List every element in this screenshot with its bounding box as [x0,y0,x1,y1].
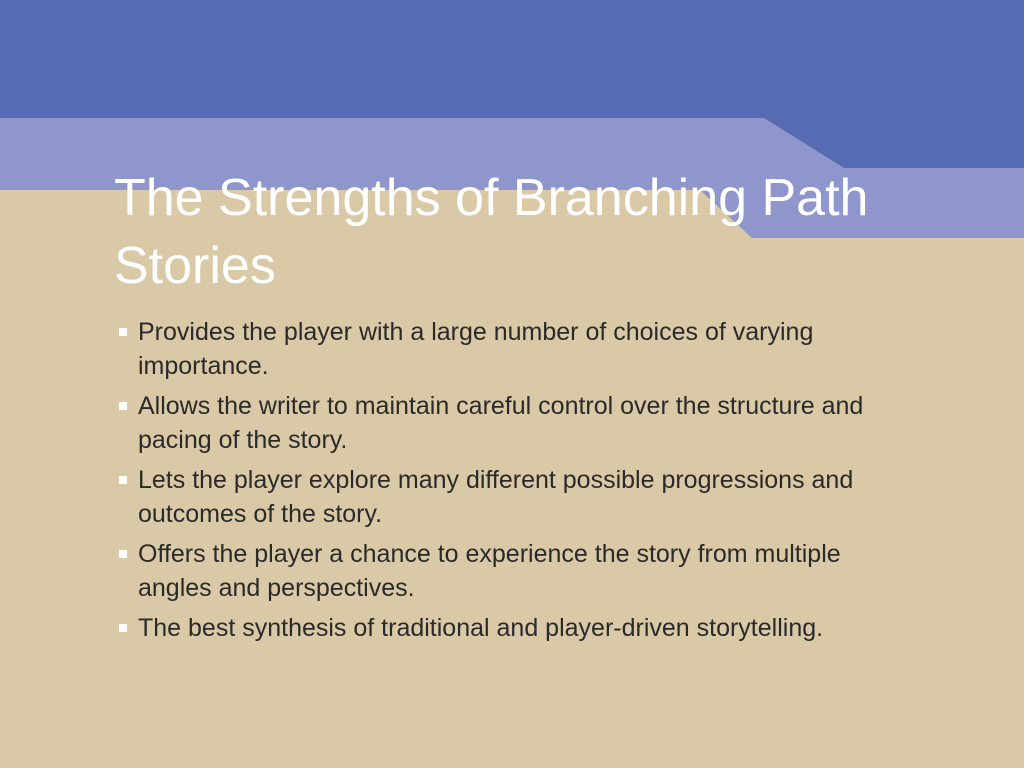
bullet-item: Lets the player explore many different p… [118,463,918,531]
square-bullet-icon [119,328,127,336]
bullet-item: Offers the player a chance to experience… [118,537,918,605]
bullet-text: Allows the writer to maintain careful co… [138,392,864,454]
bullet-text: Provides the player with a large number … [138,318,814,380]
square-bullet-icon [119,550,127,558]
bullet-list: Provides the player with a large number … [118,315,918,651]
bullet-item: Provides the player with a large number … [118,315,918,383]
slide-title: The Strengths of Branching Path Stories [114,169,869,295]
bullet-text: Lets the player explore many different p… [138,466,854,528]
square-bullet-icon [119,476,127,484]
bullet-text: The best synthesis of traditional and pl… [138,614,824,642]
light-blue-band [0,118,1024,238]
bullet-item: The best synthesis of traditional and pl… [118,611,918,645]
dark-blue-band [0,0,1024,168]
bullet-text: Offers the player a chance to experience… [138,540,841,602]
bullet-item: Allows the writer to maintain careful co… [118,389,918,457]
square-bullet-icon [119,402,127,410]
square-bullet-icon [119,624,127,632]
